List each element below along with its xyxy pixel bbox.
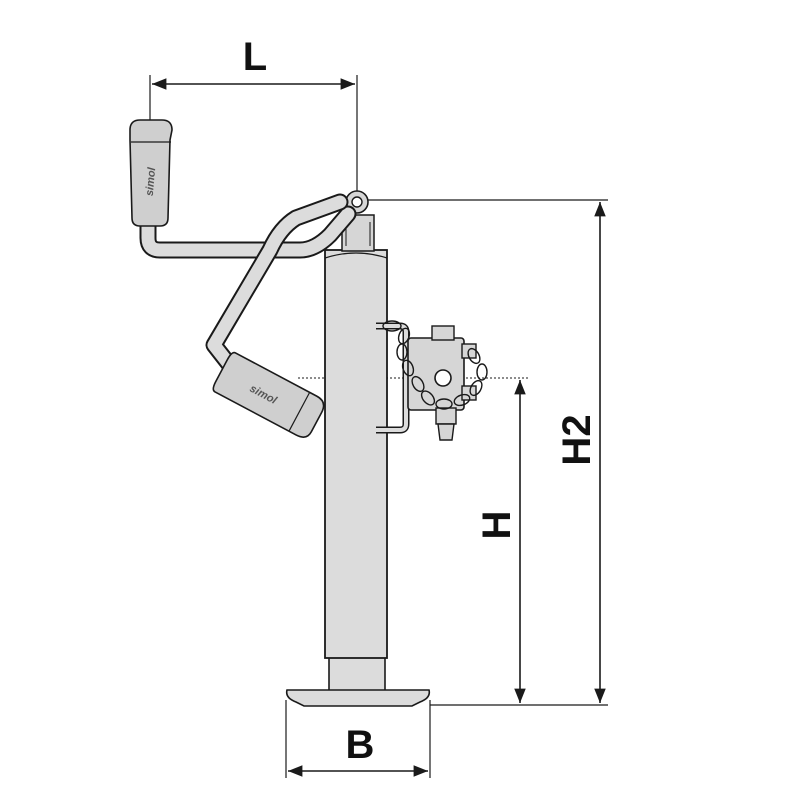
outer-tube-body — [324, 249, 388, 659]
dimension-h2: H2 — [368, 199, 608, 706]
dimension-l: L — [149, 35, 358, 195]
pivot-hole — [351, 196, 363, 208]
lower-handle-grip: simol — [212, 351, 325, 438]
clamp-bolt-top — [431, 325, 455, 341]
inner-tube — [328, 654, 386, 692]
dimension-b-label: B — [346, 723, 375, 767]
safety-chain — [382, 320, 488, 410]
clamp-bolt-bottom — [435, 407, 457, 425]
crank-arm — [139, 196, 357, 259]
foot-pad — [285, 689, 431, 707]
dimension-l-label: L — [243, 35, 267, 79]
clamp-center-hole — [434, 369, 452, 387]
lower-handle-body — [212, 351, 325, 438]
lever-arm — [205, 193, 349, 377]
outer-tube-top-cap — [324, 252, 388, 259]
outer-tube — [324, 249, 388, 659]
top-handle-body — [129, 119, 173, 227]
top-handle-brand: simol — [144, 166, 159, 197]
mount-bracket — [376, 322, 477, 441]
dimension-b: B — [285, 700, 431, 778]
top-handle-grip: simol — [129, 119, 173, 227]
foot-plate — [285, 654, 431, 707]
dimension-h-label: H — [475, 511, 519, 540]
dimension-h2-label: H2 — [555, 414, 599, 465]
